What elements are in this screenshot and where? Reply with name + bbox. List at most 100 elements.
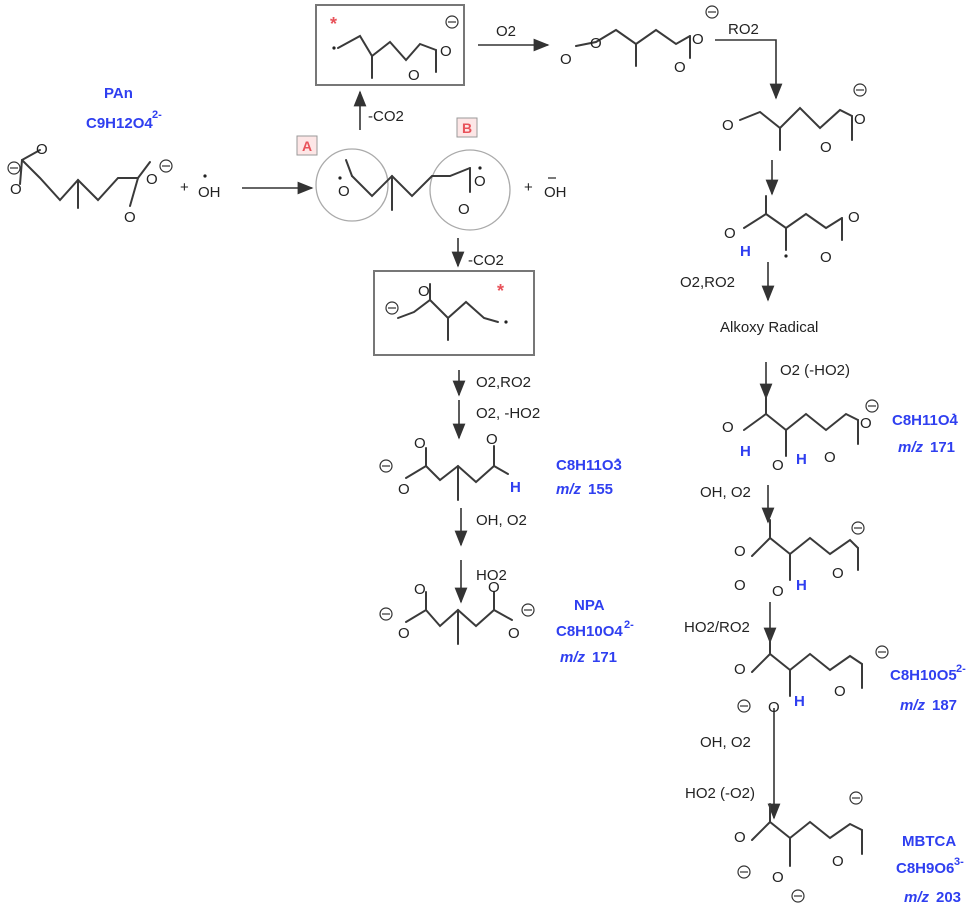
svg-text:O: O xyxy=(734,661,746,678)
svg-text:O: O xyxy=(674,59,686,76)
label-ho2-ro2: HO2/RO2 xyxy=(684,619,750,636)
radical-dot xyxy=(203,174,207,178)
label-oh-o2-right-2: OH, O2 xyxy=(700,734,751,751)
p171-mz: m/z 171 xyxy=(898,439,955,456)
site-label-a: A xyxy=(296,135,318,156)
svg-text:203: 203 xyxy=(936,889,961,906)
svg-text:O: O xyxy=(146,171,158,188)
svg-text:O: O xyxy=(488,579,500,596)
svg-text:O: O xyxy=(734,577,746,594)
svg-text:O: O xyxy=(458,201,470,218)
label-ho2-minus-o2: HO2 (-O2) xyxy=(685,785,755,802)
npa-name: NPA xyxy=(574,597,605,614)
reactant-name: PAn xyxy=(104,85,133,102)
molecule-radical-a: O O xyxy=(332,15,459,84)
svg-text:O: O xyxy=(772,457,784,474)
npa-charge: 2- xyxy=(624,619,634,631)
svg-text:m/z: m/z xyxy=(556,481,582,498)
svg-text:O: O xyxy=(418,283,430,300)
npa-formula: C8H10O4 xyxy=(556,623,623,640)
molecule-aldehyde-radical: O H O O xyxy=(724,195,860,266)
svg-text:O: O xyxy=(486,431,498,448)
radical-box-a xyxy=(315,4,465,86)
svg-text:O: O xyxy=(848,209,860,226)
site-circle-a xyxy=(315,148,389,222)
svg-text:H: H xyxy=(796,451,807,468)
label-mid-step-3: OH, O2 xyxy=(476,512,527,529)
molecule-peroxy: O O O O xyxy=(560,5,719,76)
svg-text:O: O xyxy=(832,853,844,870)
svg-text:O: O xyxy=(398,625,410,642)
oh-reagent: OH xyxy=(198,184,221,201)
site-circle-b xyxy=(429,149,511,231)
svg-text:O: O xyxy=(560,51,572,68)
svg-text:m/z: m/z xyxy=(898,439,924,456)
label-oh-o2-right: OH, O2 xyxy=(700,484,751,501)
plus-sign: + xyxy=(180,179,189,196)
svg-text:O: O xyxy=(124,209,136,226)
p171-formula: C8H11O4 xyxy=(892,412,959,429)
svg-text:O: O xyxy=(724,225,736,242)
label-mid-step-2: O2, -HO2 xyxy=(476,405,540,422)
label-ro2-top: RO2 xyxy=(728,21,759,38)
svg-text:m/z: m/z xyxy=(900,697,926,714)
svg-text:O: O xyxy=(854,111,866,128)
svg-text:A: A xyxy=(302,138,312,154)
svg-text:171: 171 xyxy=(592,649,617,666)
svg-text:187: 187 xyxy=(932,697,957,714)
svg-text:O: O xyxy=(722,117,734,134)
molecule-mbtca: O O O xyxy=(734,791,863,903)
svg-text:H: H xyxy=(796,577,807,594)
svg-text:O: O xyxy=(834,683,846,700)
molecule-peroxy-2: O O O H O xyxy=(734,519,865,600)
svg-text:O: O xyxy=(824,449,836,466)
svg-text:m/z: m/z xyxy=(560,649,586,666)
mbtca-mz: m/z 203 xyxy=(904,889,961,906)
svg-text:H: H xyxy=(794,693,805,710)
arrow-ro2-down xyxy=(715,39,783,100)
svg-text:O: O xyxy=(474,173,486,190)
svg-text:O: O xyxy=(398,481,410,498)
svg-text:O: O xyxy=(36,141,48,158)
label-co2-b: -CO2 xyxy=(468,252,504,269)
svg-text:O: O xyxy=(414,581,426,598)
mbtca-formula: C8H9O6 xyxy=(896,860,954,877)
p155-mz: m/z 155 xyxy=(556,481,613,498)
molecule-intermediate: O O O xyxy=(338,159,486,218)
svg-text:H: H xyxy=(740,443,751,460)
svg-text:H: H xyxy=(510,479,521,496)
reactant-formula: C9H12O4 xyxy=(86,115,153,132)
label-mid-step-1: O2,RO2 xyxy=(476,374,531,391)
svg-text:O: O xyxy=(772,869,784,886)
label-o2-ro2-right: O2,RO2 xyxy=(680,274,735,291)
p187-charge: 2- xyxy=(956,663,966,675)
svg-text:O: O xyxy=(722,419,734,436)
label-mid-step-4: HO2 xyxy=(476,567,507,584)
reactant-charge: 2- xyxy=(152,109,162,121)
p187-formula: C8H10O5 xyxy=(890,667,957,684)
label-alkoxy-radical: Alkoxy Radical xyxy=(720,319,818,336)
svg-text:O: O xyxy=(692,31,704,48)
molecule-alkoxy: O O O xyxy=(722,83,867,156)
svg-text:O: O xyxy=(832,565,844,582)
p171-charge: - xyxy=(952,408,956,420)
label-co2-a: -CO2 xyxy=(368,108,404,125)
molecule-p155: O O O H xyxy=(379,431,521,501)
svg-text:B: B xyxy=(462,120,472,136)
label-o2-top: O2 xyxy=(496,23,516,40)
svg-text:O: O xyxy=(590,35,602,52)
label-o2-minus-ho2: O2 (-HO2) xyxy=(780,362,850,379)
plus-sign: + xyxy=(524,179,533,196)
molecule-npa: O O O O xyxy=(379,579,535,645)
svg-text:O: O xyxy=(508,625,520,642)
svg-text:O: O xyxy=(414,435,426,452)
svg-text:O: O xyxy=(820,249,832,266)
svg-text:O: O xyxy=(408,67,420,84)
star-icon: * xyxy=(497,281,504,301)
svg-text:O: O xyxy=(734,829,746,846)
svg-text:171: 171 xyxy=(930,439,955,456)
svg-text:O: O xyxy=(772,583,784,600)
svg-text:H: H xyxy=(740,243,751,260)
